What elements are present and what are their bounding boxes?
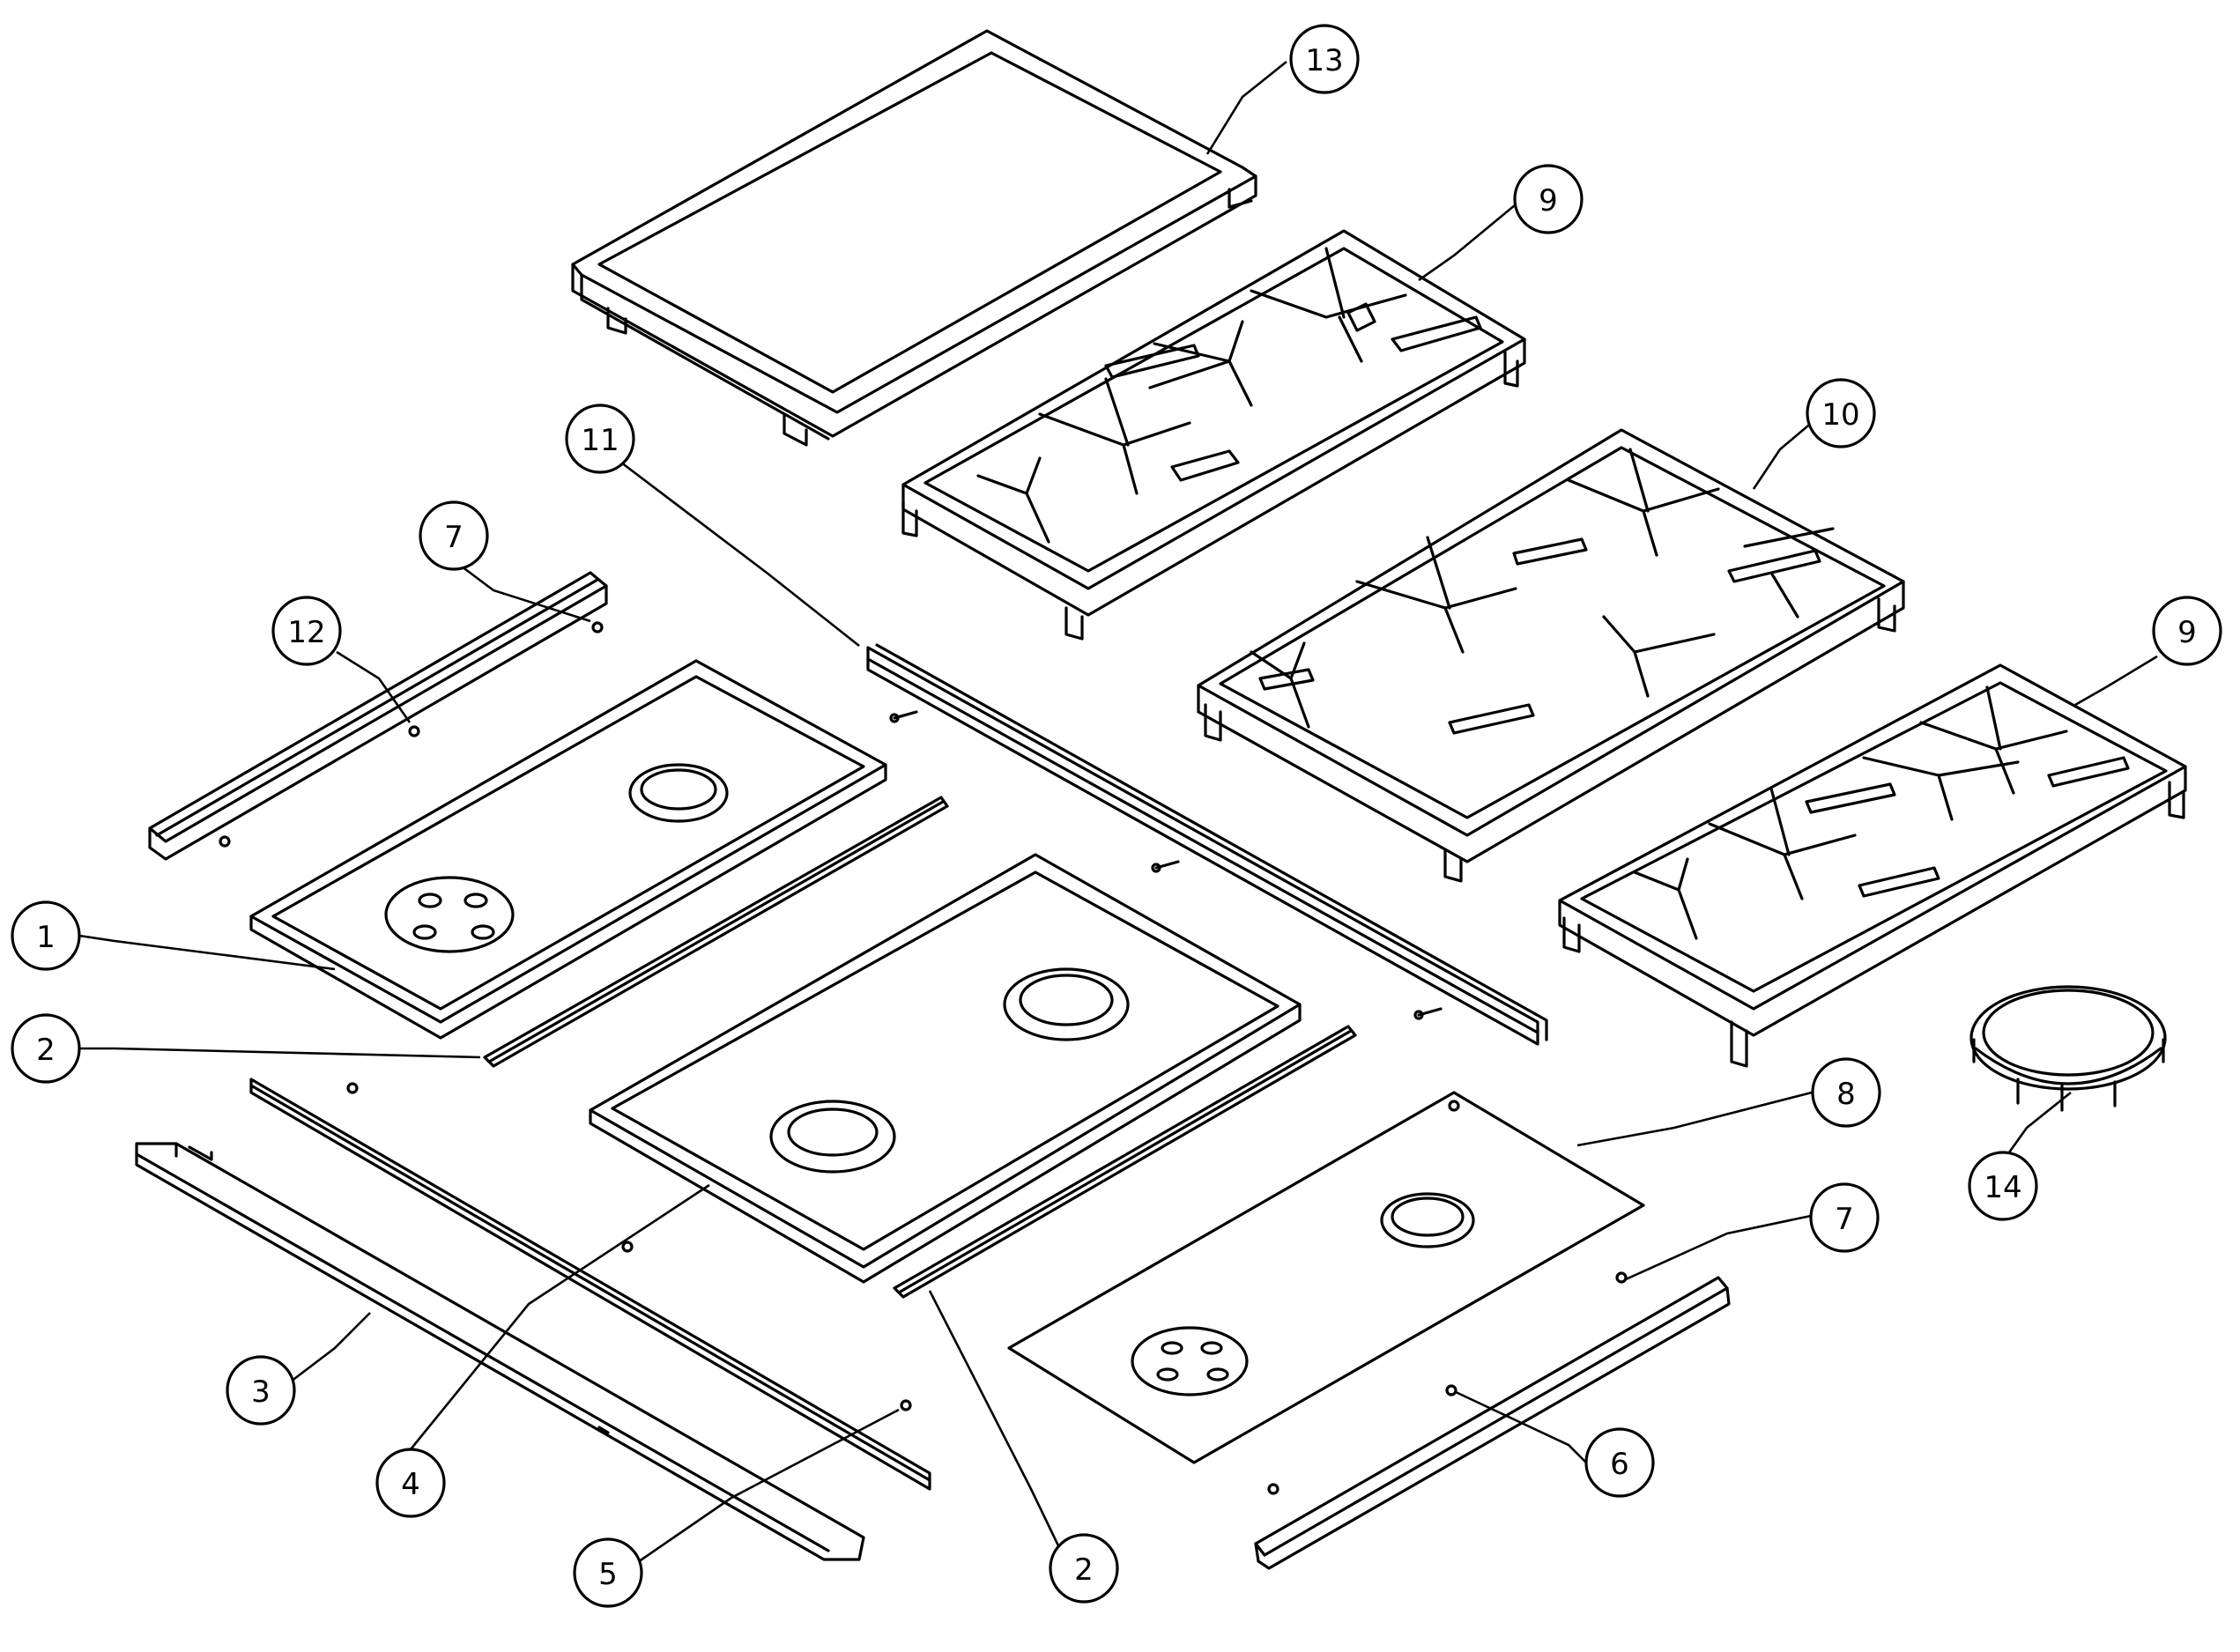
callout-4: 4 bbox=[375, 1448, 446, 1518]
right-front-trim bbox=[1254, 1271, 1731, 1570]
divider-strip-left bbox=[483, 796, 949, 1068]
callout-6: 6 bbox=[1584, 1427, 1655, 1498]
leader-lines bbox=[78, 60, 2158, 1567]
front-rail bbox=[135, 1142, 865, 1561]
callout-5: 5 bbox=[573, 1537, 643, 1608]
callout-9-right: 9 bbox=[2152, 596, 2222, 666]
callout-2-left-label: 2 bbox=[36, 1033, 56, 1068]
callout-7-lower-label: 7 bbox=[1835, 1202, 1854, 1237]
callout-10-label: 10 bbox=[1821, 397, 1859, 433]
callout-8-label: 8 bbox=[1836, 1077, 1856, 1112]
grate-two-burner-upper bbox=[901, 229, 1526, 641]
callout-11: 11 bbox=[565, 404, 635, 474]
callout-7-upper-label: 7 bbox=[444, 520, 464, 555]
left-side-trim bbox=[148, 571, 608, 861]
callout-13-label: 13 bbox=[1305, 43, 1343, 78]
divider-strip-center bbox=[893, 1025, 1357, 1299]
callout-2-center: 2 bbox=[1049, 1533, 1119, 1604]
rear-trim-strip bbox=[866, 643, 1548, 1046]
callout-5-label: 5 bbox=[598, 1557, 618, 1592]
callout-12: 12 bbox=[271, 596, 342, 666]
callout-14: 14 bbox=[1968, 1151, 2038, 1221]
callout-1-label: 1 bbox=[36, 920, 56, 955]
callout-6-label: 6 bbox=[1610, 1447, 1629, 1482]
callout-12-label: 12 bbox=[287, 615, 325, 650]
callout-14-label: 14 bbox=[1984, 1170, 2021, 1205]
burner-pan-left bbox=[249, 659, 887, 1040]
callout-11-label: 11 bbox=[581, 423, 619, 458]
callout-9-upper-label: 9 bbox=[1539, 183, 1558, 219]
grate-three-burner-middle bbox=[1197, 428, 1905, 883]
callout-1: 1 bbox=[11, 900, 81, 971]
callout-2-left: 2 bbox=[11, 1013, 81, 1084]
callout-9-right-label: 9 bbox=[2177, 615, 2197, 650]
callout-9-upper: 9 bbox=[1513, 164, 1584, 234]
burner-pan-center bbox=[589, 853, 1302, 1284]
callout-10: 10 bbox=[1806, 378, 1876, 448]
callout-4-label: 4 bbox=[401, 1467, 420, 1502]
callout-3-label: 3 bbox=[251, 1374, 271, 1410]
burner-pan-right bbox=[1007, 1091, 1645, 1464]
callout-7-lower: 7 bbox=[1809, 1182, 1880, 1253]
callout-3: 3 bbox=[226, 1355, 296, 1426]
callout-7-upper: 7 bbox=[419, 500, 489, 571]
callout-2-center-label: 2 bbox=[1074, 1552, 1094, 1588]
callout-13: 13 bbox=[1289, 24, 1360, 94]
grate-two-burner-right bbox=[1558, 663, 2187, 1068]
griddle-plate bbox=[571, 29, 1257, 447]
wok-ring bbox=[1969, 985, 2167, 1112]
callout-8: 8 bbox=[1811, 1057, 1881, 1128]
front-trim-strip bbox=[249, 1078, 931, 1491]
